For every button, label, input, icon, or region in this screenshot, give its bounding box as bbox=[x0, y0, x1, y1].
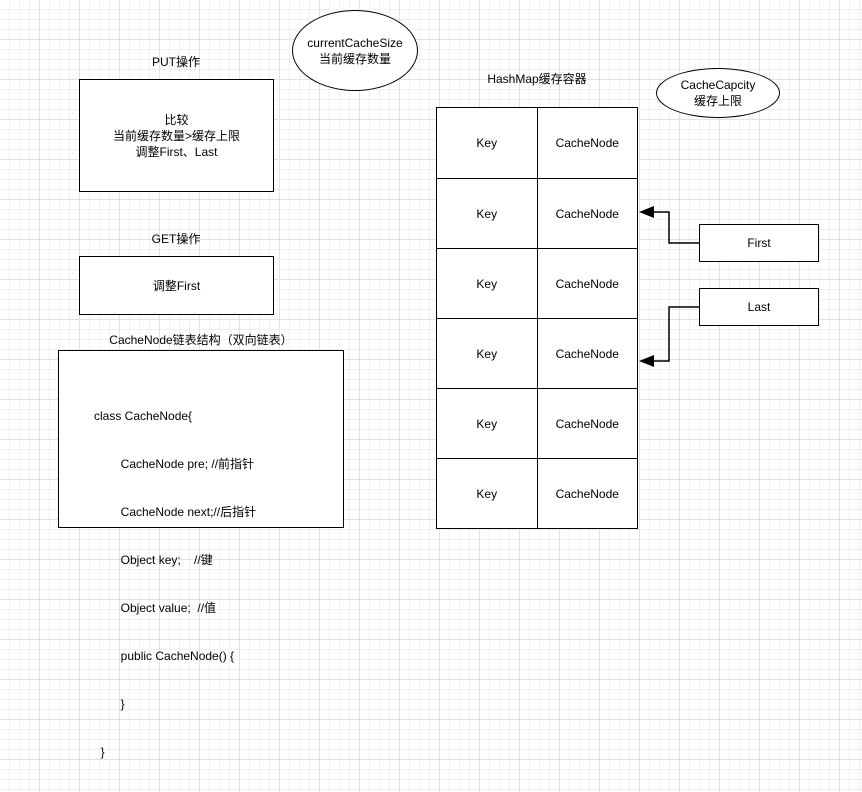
put-line-1: 比较 bbox=[164, 112, 189, 127]
hashmap-row: Key CacheNode bbox=[437, 248, 637, 318]
put-line-3: 调整First、Last bbox=[135, 144, 218, 159]
code-line: class CacheNode{ bbox=[94, 409, 193, 423]
hashmap-key-cell: Key bbox=[476, 206, 498, 221]
last-pointer-box: Last bbox=[699, 288, 819, 326]
hashmap-value-cell: CacheNode bbox=[536, 319, 638, 388]
first-arrowhead-icon bbox=[639, 206, 654, 218]
cache-node-box: class CacheNode{ CacheNode pre; //前指针 Ca… bbox=[58, 350, 344, 759]
cache-capacity-label: CacheCapcity bbox=[680, 78, 756, 92]
current-cache-size-label: currentCacheSize bbox=[307, 35, 403, 50]
cache-capacity-desc: 缓存上限 bbox=[693, 94, 742, 108]
put-line-2: 当前缓存数量>缓存上限 bbox=[112, 128, 240, 143]
code-line: } bbox=[94, 745, 105, 759]
hashmap-key-cell: Key bbox=[476, 416, 498, 431]
code-line: CacheNode next;//后指针 bbox=[94, 505, 257, 519]
hashmap-row: Key CacheNode bbox=[437, 318, 637, 388]
hashmap-key-cell: Key bbox=[476, 486, 498, 501]
hashmap-key-cell: Key bbox=[476, 346, 498, 361]
connector-layer bbox=[639, 206, 699, 367]
get-text: 调整First bbox=[152, 278, 201, 293]
hashmap-value-cell: CacheNode bbox=[536, 389, 638, 458]
last-arrow bbox=[652, 306, 699, 362]
hashmap-row: Key CacheNode bbox=[437, 108, 637, 178]
current-cache-size-desc: 当前缓存数量 bbox=[318, 51, 391, 66]
hashmap-value-cell: CacheNode bbox=[536, 179, 638, 248]
hashmap-title: HashMap缓存容器 bbox=[487, 72, 587, 86]
code-line: public CacheNode() { bbox=[94, 649, 235, 663]
current-cache-size-ellipse: currentCacheSize 当前缓存数量 bbox=[292, 10, 418, 91]
code-line: } bbox=[94, 697, 125, 711]
hashmap-table: Key CacheNode Key CacheNode Key CacheNod… bbox=[436, 107, 638, 529]
first-label: First bbox=[747, 236, 771, 250]
get-title: GET操作 bbox=[151, 232, 201, 246]
code-line: Object value; //值 bbox=[94, 601, 217, 615]
hashmap-key-cell: Key bbox=[476, 276, 498, 291]
put-box: 比较 当前缓存数量>缓存上限 调整First、Last bbox=[79, 79, 274, 192]
first-pointer-box: First bbox=[699, 224, 819, 262]
code-line: CacheNode pre; //前指针 bbox=[94, 457, 255, 471]
hashmap-value-cell: CacheNode bbox=[536, 249, 638, 318]
cache-node-title: CacheNode链表结构（双向链表） bbox=[109, 333, 293, 347]
put-title: PUT操作 bbox=[151, 55, 200, 69]
code-line: Object key; //键 bbox=[94, 553, 213, 567]
first-arrow bbox=[652, 211, 699, 244]
last-label: Last bbox=[747, 300, 771, 314]
hashmap-key-cell: Key bbox=[476, 136, 498, 150]
hashmap-value-cell: CacheNode bbox=[536, 108, 638, 178]
hashmap-value-cell: CacheNode bbox=[536, 459, 638, 528]
hashmap-row: Key CacheNode bbox=[437, 458, 637, 528]
last-arrowhead-icon bbox=[639, 355, 654, 367]
get-box: 调整First bbox=[79, 256, 274, 315]
hashmap-row: Key CacheNode bbox=[437, 388, 637, 458]
cache-capacity-ellipse: CacheCapcity 缓存上限 bbox=[656, 68, 780, 118]
hashmap-row: Key CacheNode bbox=[437, 178, 637, 248]
